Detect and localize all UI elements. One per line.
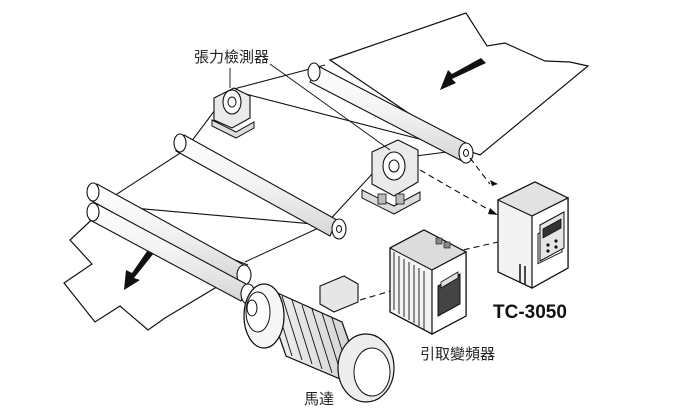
signal-lines — [359, 157, 499, 301]
takeup-inverter-device — [388, 229, 468, 335]
motor-device — [243, 275, 395, 403]
controller-model-label: TC-3050 — [493, 302, 567, 323]
tension-detector-right — [361, 139, 421, 215]
takeup-inverter-label: 引取變頻器 — [420, 345, 495, 363]
controller-panel-icon — [539, 211, 565, 262]
signal-arrowhead-icon — [488, 208, 498, 215]
tension-detector-leader-lines — [229, 63, 391, 151]
motor-label: 馬達 — [304, 390, 334, 408]
flow-arrow-out-icon — [124, 244, 158, 290]
tension-detector-label: 張力檢測器 — [194, 48, 269, 66]
roller-middle — [173, 133, 347, 240]
tension-detector-left — [211, 87, 255, 139]
flow-arrow-in-icon — [440, 58, 486, 90]
tension-controller-device — [496, 181, 570, 290]
signal-arrowhead-icon — [490, 180, 498, 186]
roller-top — [307, 62, 474, 164]
